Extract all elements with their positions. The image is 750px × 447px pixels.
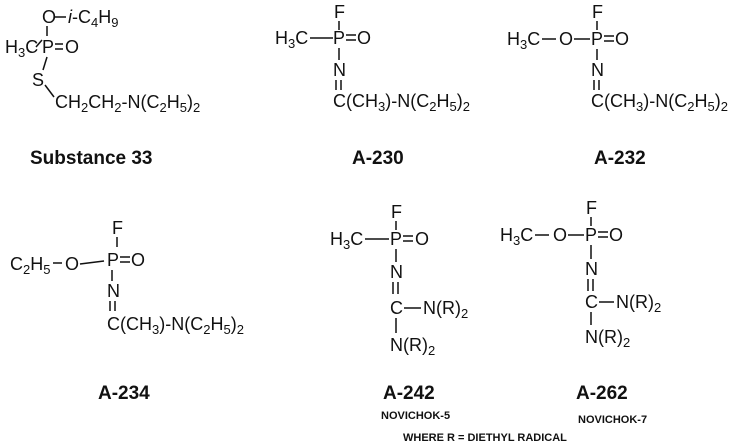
oxo-oxygen: O: [65, 37, 79, 57]
imine-nitrogen: N: [107, 281, 120, 301]
label-a-230: A-230: [352, 148, 404, 169]
label-substance-33: Substance 33: [30, 148, 153, 169]
ester-oxygen: O: [553, 225, 567, 245]
imine-nitrogen: N: [333, 60, 346, 80]
structure-a-232: F H3C O P O N C(CH3)-N(C2H5)2: [507, 2, 728, 114]
dialkylamino-group-1: N(R)2: [616, 292, 661, 315]
s-chain-bond: [44, 84, 55, 98]
ethyl-group: C2H5: [10, 254, 50, 277]
methyl-group: H3C: [5, 37, 38, 60]
phosphorus-atom: P: [42, 37, 54, 57]
methyl-group: H3C: [275, 28, 308, 51]
fluorine-atom: F: [592, 2, 603, 22]
oxo-oxygen: O: [609, 225, 623, 245]
imine-nitrogen: N: [591, 60, 604, 80]
amidine-group: C(CH3)-N(C2H5)2: [333, 91, 470, 114]
methyl-p-bond: [35, 39, 43, 48]
methoxy-methyl: H3C: [500, 225, 533, 248]
dialkylamino-group-2: N(R)2: [585, 327, 630, 350]
label-a-234: A-234: [98, 383, 150, 404]
oxo-oxygen: O: [131, 250, 145, 270]
alias-novichok-7: NOVICHOK-7: [578, 414, 648, 426]
amidine-group: C(CH3)-N(C2H5)2: [107, 314, 244, 337]
phosphorus-atom: P: [390, 229, 402, 249]
aminoethyl-chain: CH2CH2-N(C2H5)2: [55, 92, 200, 115]
dialkylamino-group-1: N(R)2: [423, 298, 468, 321]
label-a-232: A-232: [594, 148, 646, 169]
phosphorus-atom: P: [591, 29, 603, 49]
footnote-r-definition: WHERE R = DIETHYL RADICAL: [403, 432, 567, 444]
label-a-242: A-242: [383, 383, 435, 404]
fluorine-atom: F: [334, 2, 345, 22]
imine-nitrogen: N: [585, 259, 598, 279]
structure-a-262: F H3C O P O N C N(R)2 N(R)2: [500, 198, 661, 350]
o-p-bond: [79, 260, 105, 265]
fluorine-atom: F: [391, 202, 402, 222]
p-s-bond: [42, 56, 48, 71]
ester-oxygen: O: [65, 254, 79, 274]
fluorine-atom: F: [112, 218, 123, 238]
phosphorus-atom: P: [585, 225, 597, 245]
methoxy-methyl: H3C: [507, 29, 540, 52]
label-a-262: A-262: [576, 383, 628, 404]
phosphorus-atom: P: [333, 28, 345, 48]
dialkylamino-group-2: N(R)2: [390, 335, 435, 358]
sulfur-atom: S: [32, 70, 44, 90]
oxo-oxygen: O: [357, 28, 371, 48]
guanidine-carbon: C: [390, 298, 403, 318]
ester-oxygen: O: [559, 29, 573, 49]
structure-a-230: F H3C P O N C(CH3)-N(C2H5)2: [275, 2, 470, 114]
imine-nitrogen: N: [390, 262, 403, 282]
oxo-oxygen: O: [615, 29, 629, 49]
structure-substance-33: O i-C4H9 H3C P O S CH2CH2-N(C2H5)2: [5, 7, 200, 115]
alias-novichok-5: NOVICHOK-5: [381, 410, 451, 422]
structure-a-234: F C2H5 O P O N C(CH3)-N(C2H5)2: [10, 218, 244, 337]
amidine-group: C(CH3)-N(C2H5)2: [591, 91, 728, 114]
phosphorus-atom: P: [107, 250, 119, 270]
ester-oxygen: O: [42, 7, 56, 27]
methyl-group: H3C: [330, 229, 363, 252]
guanidine-carbon: C: [585, 292, 598, 312]
isobutyl-group: i-C4H9: [68, 7, 118, 30]
oxo-oxygen: O: [415, 229, 429, 249]
fluorine-atom: F: [586, 198, 597, 218]
structure-a-242: F H3C P O N C N(R)2 N(R)2: [330, 202, 468, 358]
